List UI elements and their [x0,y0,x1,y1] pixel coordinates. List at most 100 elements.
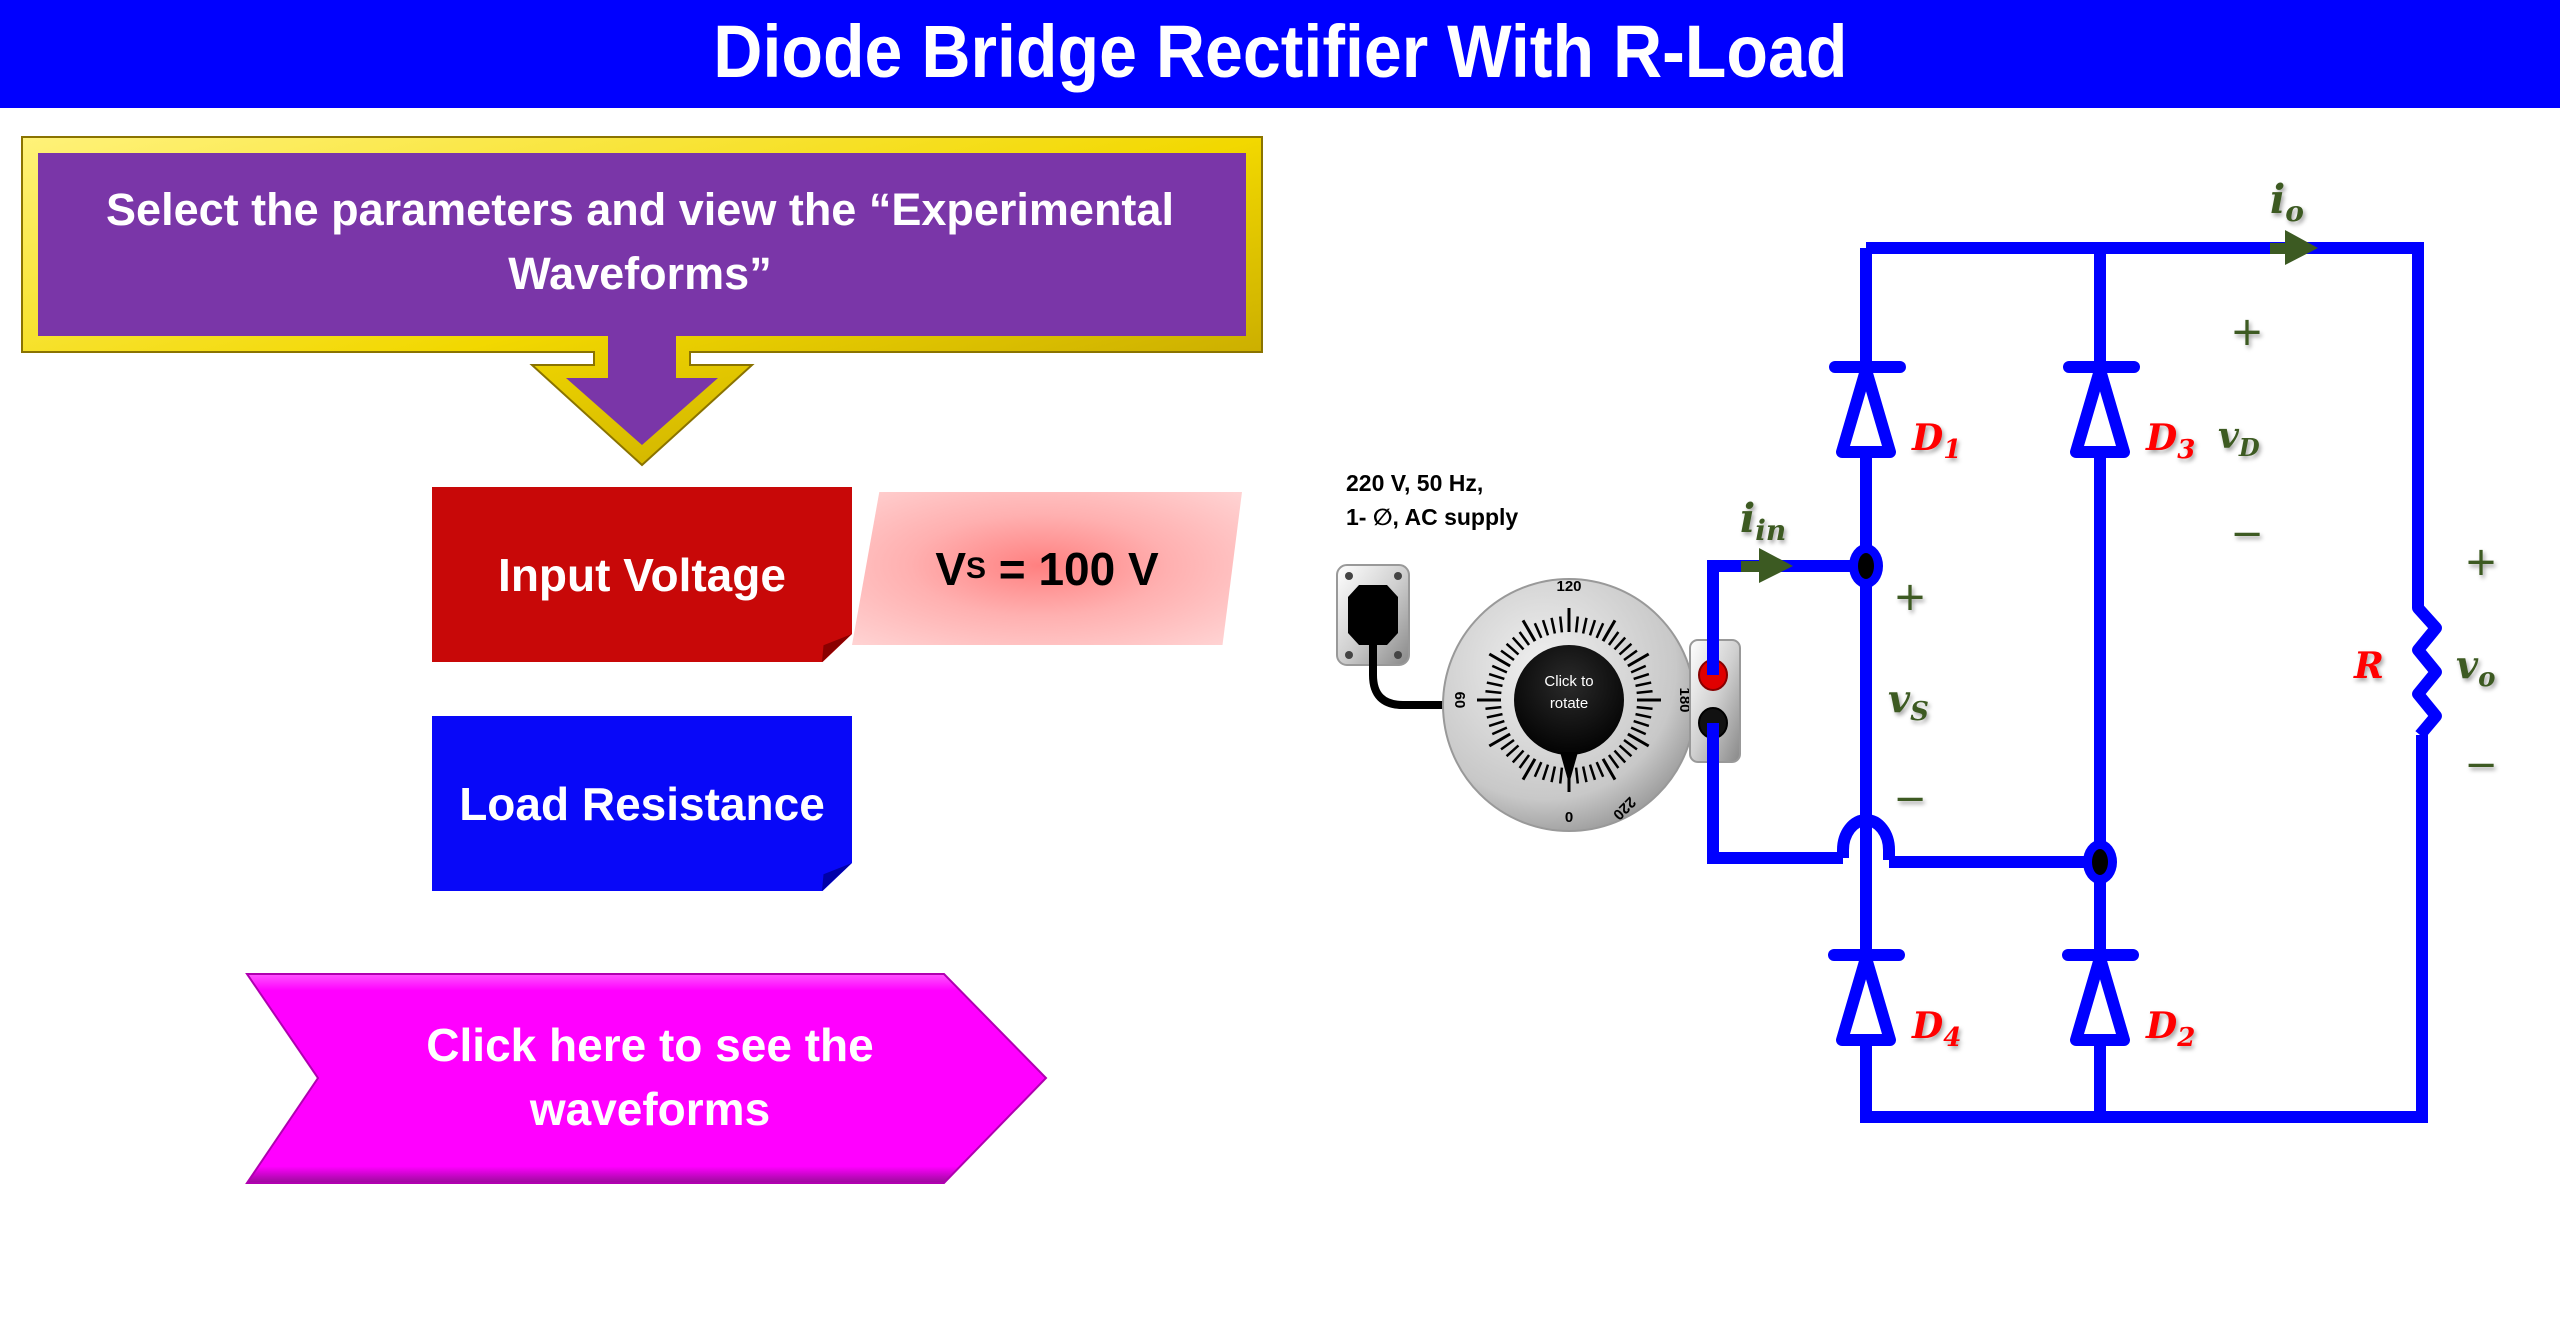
dial-tick [1518,631,1531,646]
output-voltage-label: vo [2456,642,2495,693]
dial-tick [1588,764,1597,781]
dial-tick [1491,726,1508,736]
dial-tick [1550,617,1557,634]
wall-socket-icon [1336,564,1452,709]
load-resistance-label: Load Resistance [459,777,825,830]
autotransformer-dial[interactable]: 120 0 60 180 220 Click to rotate [1442,578,1696,832]
dial-tick [1627,652,1650,668]
diode-d2-icon [2062,949,2139,1046]
dial-tick [1595,622,1605,639]
source-minus-sign: − [1893,776,1927,822]
dial-tick [1630,726,1647,736]
dial-tick [1488,732,1511,748]
dial-tick [1541,764,1550,781]
instruction-callout [21,136,1263,467]
dial-tick [1511,749,1525,764]
dial-ticks [1477,608,1661,792]
source-plus-sign: + [1893,574,1927,620]
input-voltage-button[interactable]: Input Voltage [432,487,852,662]
dial-tick [1595,761,1605,778]
dial-tick [1627,732,1650,748]
dial-tick [1486,681,1503,688]
current-in-label: iin [1740,495,1786,547]
dial-tick [1581,617,1588,634]
dial-label-0: 0 [1565,809,1573,826]
circuit-wires [1707,242,2442,1123]
supply-line-1: 220 V, 50 Hz, [1346,470,1484,496]
dial-tick [1574,616,1580,633]
dial-tick [1486,712,1503,719]
dial-tick [1485,689,1502,695]
waveforms-line-1: Click here to see the [426,1019,874,1071]
dial-tick [1613,749,1627,764]
diode-d1-icon [1829,361,1906,458]
vs-symbol: V [935,542,967,595]
dial-tick [1613,636,1627,651]
dial-tick [1541,619,1550,636]
output-minus-sign: − [2464,742,2498,788]
dial-tick [1574,767,1580,784]
resistor-icon [2412,590,2442,739]
page-title: Diode Bridge Rectifier With R-Load [712,9,1848,93]
dial-tick [1607,754,1620,769]
dial-tick [1521,619,1537,642]
dial-tick [1636,689,1653,695]
dial-tick [1521,758,1537,781]
dial-tick [1505,642,1520,656]
dial-tick [1488,652,1511,668]
dial-label-120: 120 [1556,578,1581,595]
view-waveforms-label[interactable]: Click here to see the waveforms [320,1013,980,1141]
diode-plus-sign: + [2230,309,2264,355]
dial-tick [1588,619,1597,636]
dial-tick [1623,649,1638,662]
view-waveforms-button[interactable] [240,965,1060,1195]
ac-supply-label: 220 V, 50 Hz, 1- ∅, AC supply [1346,466,1518,534]
dial-tick [1635,681,1652,688]
diode-d3-label: D3 [2145,417,2195,465]
page-fold-decoration [822,634,852,662]
supply-line-2: 1- ∅, AC supply [1346,504,1519,530]
current-in-arrow-icon [1741,548,1793,583]
dial-tick [1500,649,1515,662]
dial-tick [1505,744,1520,758]
dial-tick [1533,622,1543,639]
dial-tick [1581,766,1588,783]
instruction-line-1: Select the parameters and view the “Expe… [106,184,1174,235]
diode-voltage-label: vD [2218,415,2260,462]
source-voltage-label: vS [1888,676,1929,727]
input-voltage-label: Input Voltage [498,548,786,601]
dial-tick [1485,705,1502,711]
diode-d2-label: D2 [2145,1005,2195,1053]
instruction-text: Select the parameters and view the “Expe… [40,178,1240,306]
waveforms-line-2: waveforms [529,1083,771,1135]
dial-tick [1533,761,1543,778]
knob-label-line-2: rotate [1550,695,1588,712]
output-plus-sign: + [2464,539,2498,585]
dial-tick [1558,616,1564,633]
dial-label-180: 180 [1676,687,1693,712]
current-out-label: io [2270,176,2304,228]
dial-tick [1607,631,1620,646]
dial-tick [1491,664,1508,674]
current-out-arrow-icon [2270,230,2318,265]
circuit-diagram: 120 0 60 180 220 Click to rotate [1336,176,2498,1123]
vs-subscript: S [966,551,987,585]
dial-tick [1518,754,1531,769]
load-resistance-button[interactable]: Load Resistance [432,716,852,891]
dial-tick [1601,619,1617,642]
dial-tick [1601,758,1617,781]
page-fold-decoration [822,863,852,891]
rotate-knob[interactable]: Click to rotate [1514,645,1624,784]
diode-d3-icon [2063,361,2140,458]
diode-minus-sign: − [2230,511,2264,557]
dial-tick [1636,705,1653,711]
diode-d4-label: D4 [1911,1005,1961,1053]
junction-node-left [1849,544,1883,588]
dial-tick [1633,672,1650,681]
dial-tick [1635,712,1652,719]
junction-node-middle [2083,840,2117,884]
dial-tick [1550,766,1557,783]
knob-label-line-1: Click to [1544,673,1593,690]
dial-tick [1633,719,1650,728]
